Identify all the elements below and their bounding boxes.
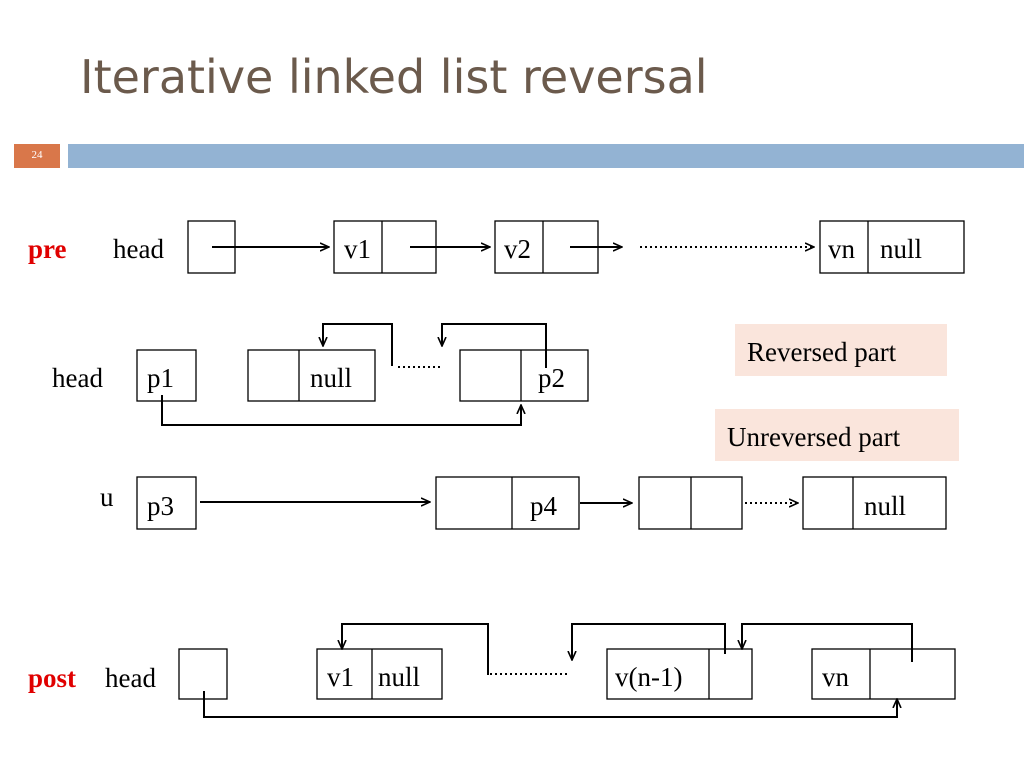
p3-label: p3 <box>147 491 174 521</box>
node-value: v(n-1) <box>615 662 682 692</box>
head-box-p1 <box>136 349 197 402</box>
node-null-reversed: null <box>247 349 376 402</box>
node-null-unreversed: null <box>802 476 947 530</box>
node-p2-reversed: p2 <box>459 349 589 402</box>
head-label-mid: head <box>52 363 103 393</box>
legend-reversed-label: Reversed part <box>747 337 897 367</box>
u-label: u <box>100 482 114 512</box>
head-label-pre: head <box>113 234 164 264</box>
p4-label: p4 <box>530 491 558 521</box>
node-v1-post: v1 null <box>316 648 443 700</box>
back-arrow-to-null-node <box>323 323 393 366</box>
head-label-post: head <box>105 663 156 693</box>
p1-label: p1 <box>147 363 174 393</box>
node-value: v1 <box>327 662 354 692</box>
u-box-p3 <box>136 476 197 530</box>
legend-unreversed-label: Unreversed part <box>727 422 901 452</box>
node-next: null <box>880 234 922 264</box>
legend-reversed <box>735 324 947 376</box>
node-value: v2 <box>504 234 531 264</box>
post-label: post <box>28 663 76 693</box>
slide-title: Iterative linked list reversal <box>80 50 708 104</box>
node-value: vn <box>822 662 850 692</box>
node-vn-post: vn <box>811 648 956 700</box>
back-arrow-vn1 <box>572 623 726 660</box>
node-vn1-post: v(n-1) <box>606 648 753 700</box>
arrow-p1-to-p2 <box>161 395 521 426</box>
slide-number: 24 <box>14 144 60 168</box>
node-v1-pre: v1 <box>333 220 437 274</box>
node-next: null <box>378 662 420 692</box>
node-empty-unreversed <box>638 476 743 530</box>
arrow-head-to-vn-post <box>203 691 897 718</box>
node-next: null <box>310 363 352 393</box>
p2-label: p2 <box>538 363 565 393</box>
node-v2-pre: v2 <box>494 220 599 274</box>
node-vn-pre: vn null <box>819 220 965 274</box>
node-value: v1 <box>344 234 371 264</box>
back-arrow-p2 <box>442 323 547 368</box>
back-arrow-vn-to-vn1 <box>742 623 913 662</box>
node-p4-unreversed: p4 <box>435 476 580 530</box>
pre-label: pre <box>28 234 67 264</box>
legend-unreversed <box>715 409 959 461</box>
header-bar <box>68 144 1024 168</box>
node-next: null <box>864 491 906 521</box>
node-value: vn <box>828 234 856 264</box>
back-arrow-to-v1-post <box>342 623 489 675</box>
